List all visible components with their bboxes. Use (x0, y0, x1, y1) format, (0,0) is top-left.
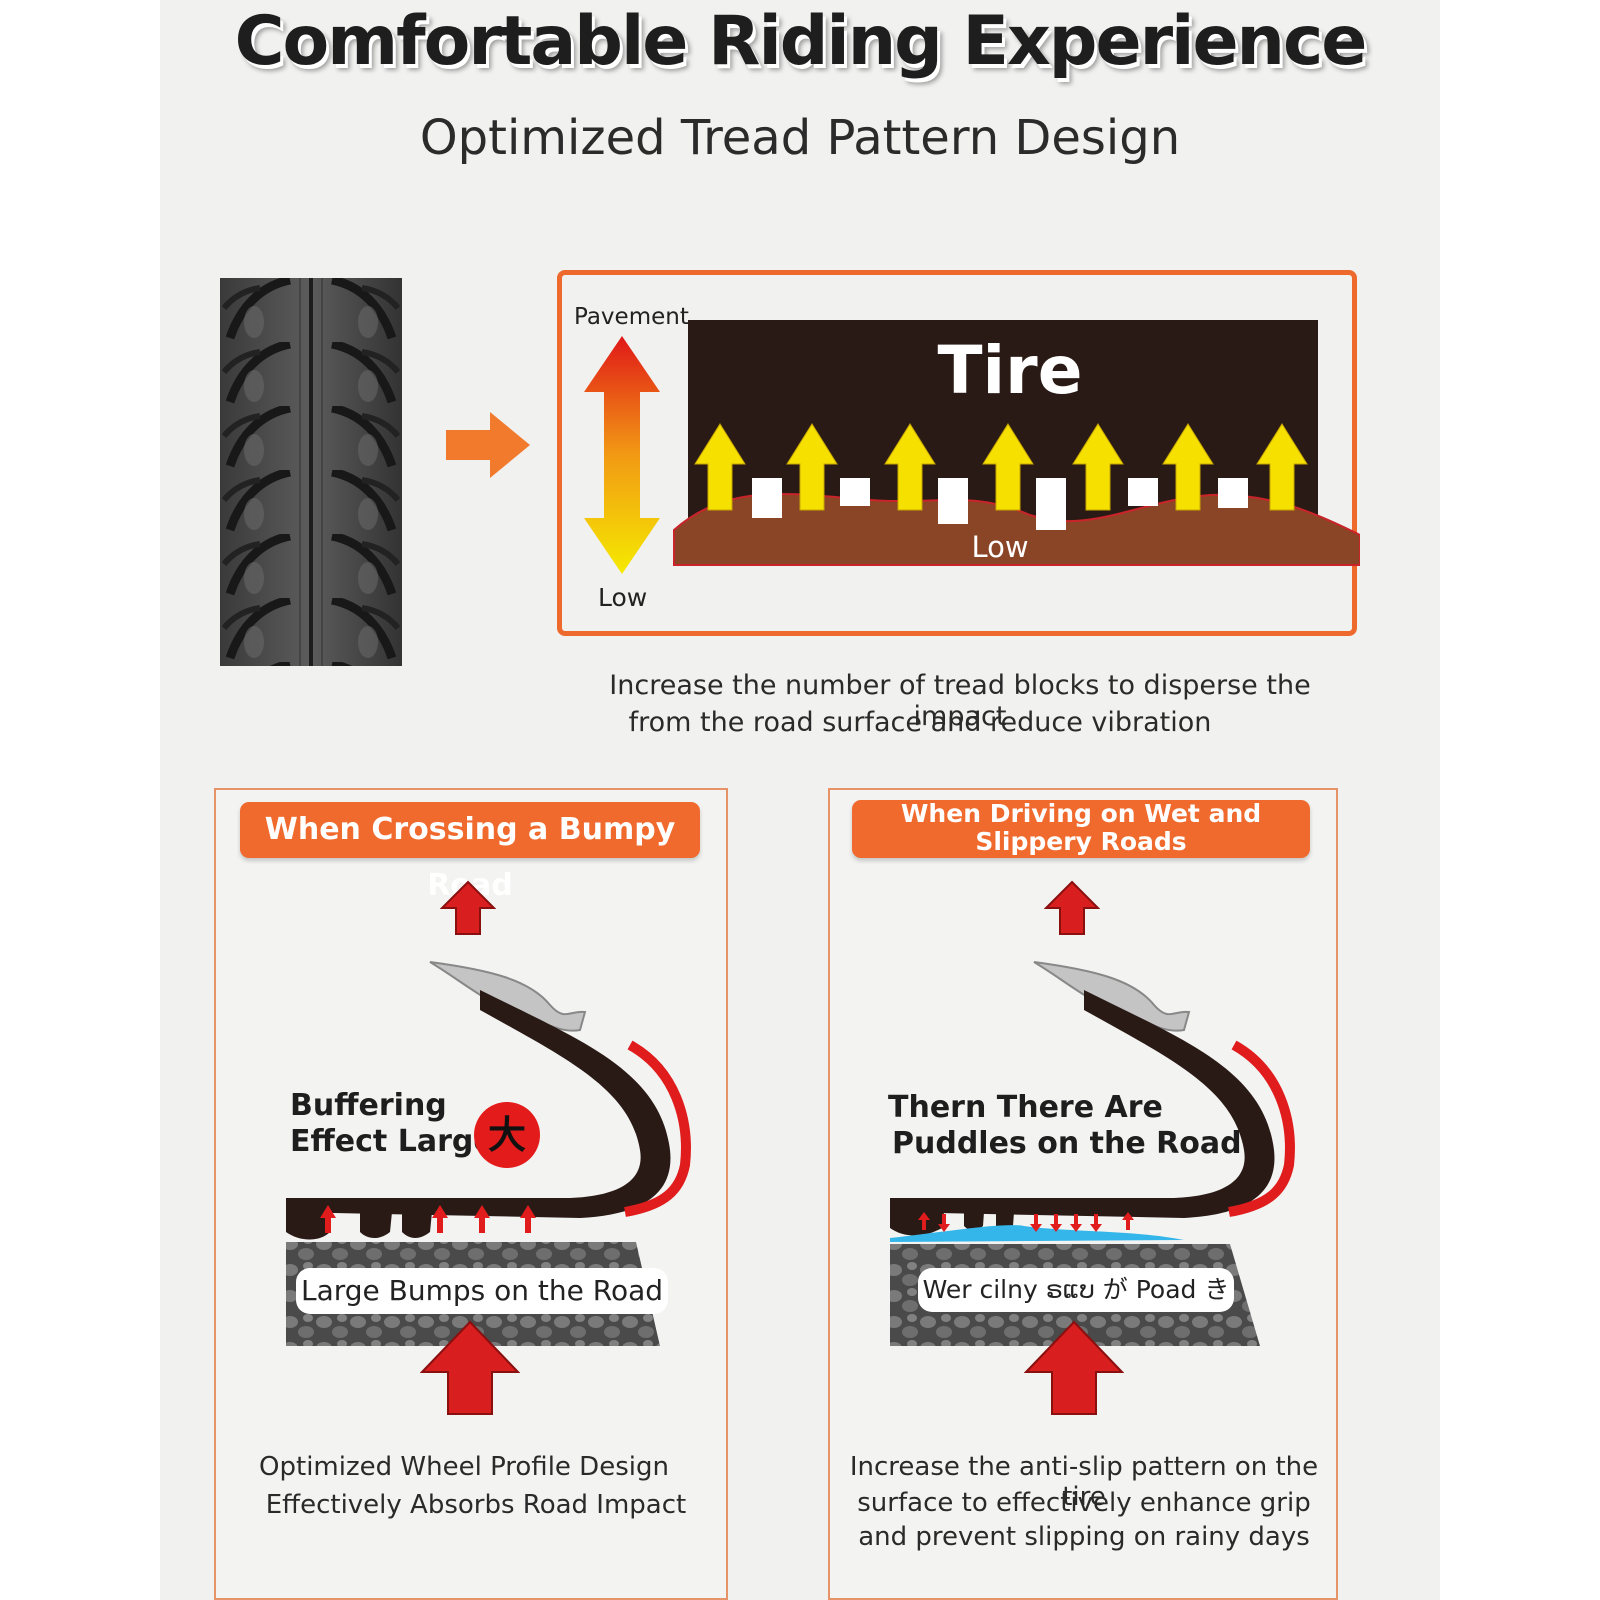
wet-road-label: Wer cilny ຣແບ が Poad き (918, 1268, 1234, 1312)
wet-road-header-line1: When Driving on Wet and (900, 799, 1262, 828)
tire-impact-diagram (673, 320, 1360, 566)
bumpy-caption-line2: Effectively Absorbs Road Impact (265, 1490, 687, 1520)
wet-caption-line1: Increase the anti-slip pattern on the ti… (849, 1452, 1319, 1512)
bumpy-effect-line1: Buffering (290, 1088, 447, 1123)
wet-caption-line3: and prevent slipping on rainy days (858, 1522, 1310, 1552)
bumpy-effect-line2: Effect Large (290, 1124, 494, 1159)
tire-tread-image (220, 278, 402, 666)
right-arrow-icon (446, 412, 530, 478)
large-badge: 大 (474, 1102, 540, 1168)
impact-up-arrow-icon (1024, 1320, 1124, 1415)
up-arrow-icon (1044, 880, 1100, 935)
wet-road-header-line2: Slippery Roads (975, 827, 1187, 856)
page-title: Comfortable Riding Experience (234, 2, 1368, 81)
wet-effect-line2: Puddles on the Road (892, 1126, 1242, 1161)
impact-scale-arrow-icon (584, 336, 660, 574)
bumpy-caption-line1: Optimized Wheel Profile Design (259, 1452, 669, 1482)
wet-caption-line2: surface to effectively enhance grip (857, 1488, 1311, 1518)
scale-bottom-label: Low (598, 583, 648, 612)
wet-road-header: When Driving on Wet and Slippery Roads (852, 800, 1310, 858)
tire-label: Tire (937, 332, 1083, 409)
tread-diagram-frame (557, 270, 1357, 636)
up-arrow-icon (440, 880, 496, 935)
wet-effect-line1: Thern There Are (888, 1090, 1163, 1125)
page-subtitle: Optimized Tread Pattern Design (419, 110, 1181, 166)
tread-caption-line1: Increase the number of tread blocks to d… (609, 670, 1311, 732)
tread-caption-line2: from the road surface and reduce vibrati… (628, 707, 1212, 738)
ground-label: Low (971, 530, 1029, 564)
bumpy-road-header: When Crossing a Bumpy Road (240, 802, 700, 903)
impact-up-arrow-icon (420, 1320, 520, 1415)
scale-top-label: Pavement (574, 304, 689, 330)
bumpy-road-label: Large Bumps on the Road (296, 1268, 668, 1314)
